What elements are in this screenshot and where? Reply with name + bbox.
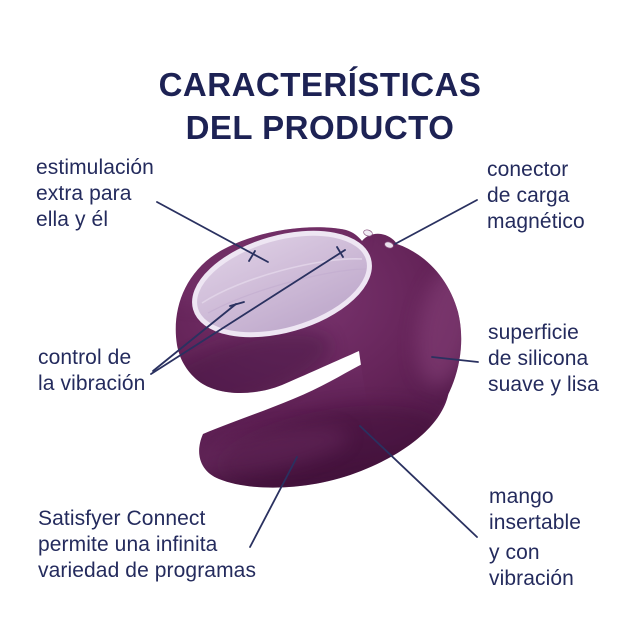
label-surface: superficie de silicona suave y lisa [488, 320, 599, 398]
label-app-line3: variedad de programas [38, 559, 257, 582]
pointer-line-control-plus [150, 249, 346, 375]
label-control-line1: control de [38, 346, 132, 369]
pointer-tick-minus [229, 301, 245, 307]
pointer-line-handle [359, 425, 478, 538]
charging-contacts [363, 229, 394, 249]
page-title: CARACTERÍSTICAS DEL PRODUCTO [0, 63, 640, 149]
panel-highlight-streak [201, 258, 363, 304]
label-stimulation-line1: estimulación [36, 156, 154, 179]
pointer-tick-stimulation [248, 250, 256, 262]
label-app-line1: Satisfyer Connect [38, 507, 206, 530]
label-charging-line1: conector [487, 158, 569, 181]
label-surface-line2: de silicona [488, 347, 589, 370]
label-charging: conector de carga magnético [487, 157, 585, 235]
label-handle-line2: insertable [489, 511, 582, 534]
panel-shadow-streak [207, 268, 367, 314]
page-title-line2: DEL PRODUCTO [185, 109, 455, 147]
label-stimulation-line2: extra para [36, 182, 132, 205]
label-app: Satisfyer Connect permite una infinita v… [38, 506, 256, 584]
pointer-line-charging [394, 199, 478, 245]
charging-dot-2 [384, 241, 394, 249]
label-surface-line3: suave y lisa [488, 373, 599, 396]
label-charging-line3: magnético [487, 210, 585, 233]
charging-dot-1 [363, 229, 373, 237]
pointer-line-surface [431, 356, 479, 363]
label-handle-line4: vibración [489, 567, 574, 590]
label-control-line2: la vibración [38, 372, 146, 395]
pointer-tick-plus [336, 246, 344, 258]
pointer-lines [150, 199, 479, 548]
label-handle-line3: y con [489, 541, 540, 564]
label-surface-line1: superficie [488, 321, 579, 344]
label-stimulation: estimulación extra para ella y él [36, 155, 154, 233]
label-app-line2: permite una infinita [38, 533, 218, 556]
pointer-line-app [249, 456, 298, 548]
page-title-line1: CARACTERÍSTICAS [158, 66, 482, 104]
pointer-line-control-minus [152, 303, 237, 372]
pointer-line-stimulation [156, 201, 269, 263]
label-handle-line1: mango [489, 485, 554, 508]
label-charging-line2: de carga [487, 184, 570, 207]
label-handle: mango insertable y con vibración [489, 484, 581, 592]
label-stimulation-line3: ella y él [36, 208, 109, 231]
label-control: control de la vibración [38, 345, 145, 397]
